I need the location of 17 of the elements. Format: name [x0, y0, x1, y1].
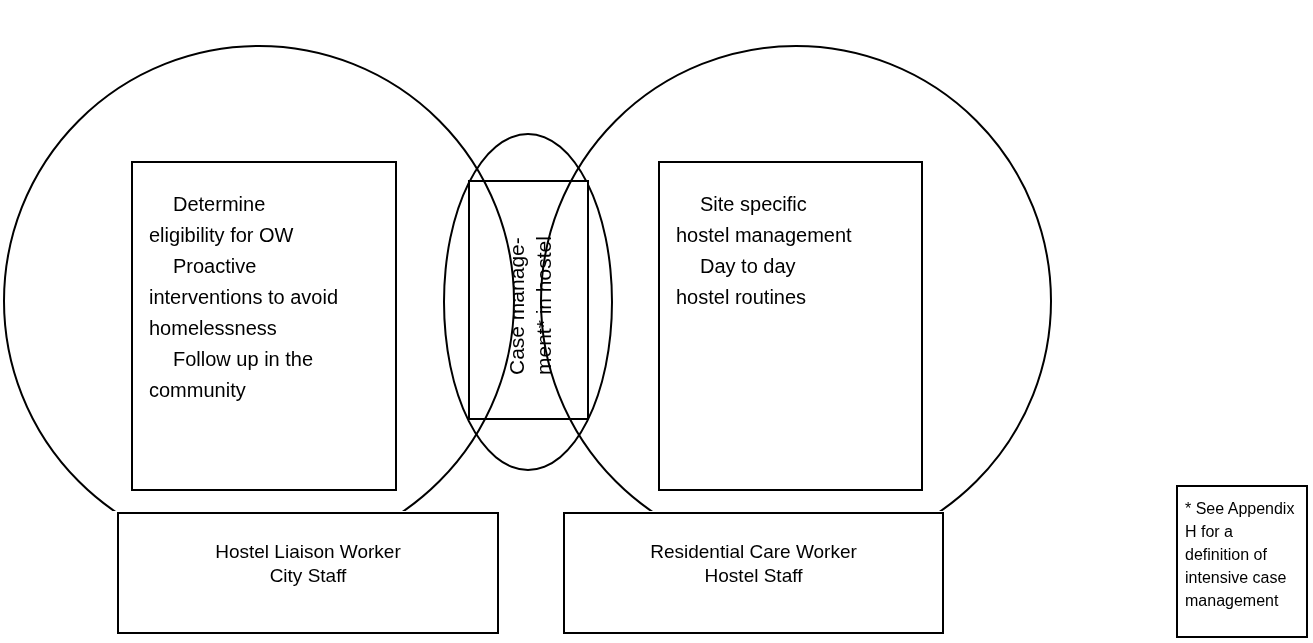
role-label: Residential Care Worker	[650, 540, 857, 564]
list-item: Determine eligibility for OW	[149, 192, 295, 248]
role-label: Hostel Liaison Worker	[215, 540, 401, 564]
role-label: Hostel Staff	[704, 564, 803, 588]
text-box	[563, 512, 944, 634]
list-item: Follow up in the community	[149, 347, 315, 403]
text-box	[658, 161, 923, 491]
text-box	[131, 161, 397, 491]
text-box	[468, 180, 589, 420]
text-box	[117, 512, 499, 634]
footnote-text: * See Appendix H for a definition of intensive case management	[1185, 499, 1296, 611]
list-item: Proactive interventions to avoid homelessness	[149, 254, 339, 341]
list-item: Day to day hostel routines	[676, 254, 808, 310]
note-box	[1176, 485, 1308, 638]
list-item: Site specific hostel management	[676, 192, 852, 248]
ellipse-shape	[443, 133, 613, 471]
role-label: City Staff	[269, 564, 347, 588]
